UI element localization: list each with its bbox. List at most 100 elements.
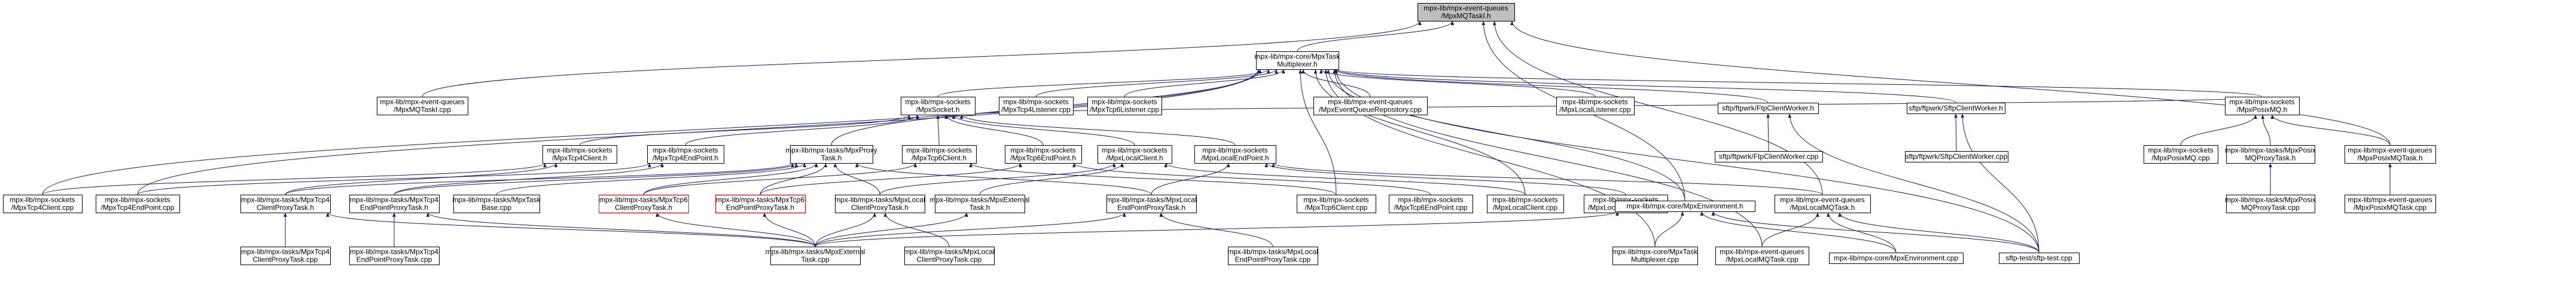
node-box (1775, 195, 1871, 213)
node-environmentcpp[interactable]: mpx-lib/mpx-core/MpxEnvironment.cpp (1829, 253, 1964, 264)
node-label: /MpxLocalMQTask.h (1790, 204, 1855, 212)
node-box (1417, 3, 1515, 21)
node-evqrepo[interactable]: mpx-lib/mpx-event-queues/MpxEventQueueRe… (1313, 97, 1428, 115)
node-tcp6clienth[interactable]: mpx-lib/mpx-sockets/MpxTcp6Client.h (902, 145, 977, 164)
include-edge (937, 69, 1270, 97)
node-label: mpx-lib/mpx-event-queues (2348, 196, 2432, 204)
include-edge (1124, 69, 1285, 97)
node-tcp4endpointh[interactable]: mpx-lib/mpx-sockets/MpxTcp4EndPoint.h (647, 145, 724, 164)
node-label: mpx-lib/mpx-tasks/MpxExternal (930, 196, 1030, 204)
node-box (935, 195, 1025, 213)
node-sftpclientworkercpp[interactable]: sftp/ftpwrk/SftpClientWorker.cpp (1905, 151, 2008, 162)
node-sftpclientworkerh[interactable]: sftp/ftpwrk/SftpClientWorker.h (1907, 103, 2005, 114)
node-label: Base.cpp (481, 204, 511, 212)
include-edge (394, 162, 664, 195)
node-tcp4clientcpp[interactable]: mpx-lib/mpx-sockets/MpxTcp4Client.cpp (3, 195, 83, 213)
include-edge (1711, 211, 2040, 253)
node-tcp4clientproxycpp[interactable]: mpx-lib/mpx-tasks/MpxTcp4ClientProxyTask… (240, 247, 331, 265)
node-box (904, 247, 995, 265)
node-localendpointh[interactable]: mpx-lib/mpx-sockets/MpxLocalEndPoint.h (1194, 145, 1276, 164)
node-localclientproxyh[interactable]: mpx-lib/mpx-tasks/MpxLocalClientProxyTas… (834, 195, 925, 213)
node-label: ClientProxyTask.cpp (917, 256, 982, 264)
node-box (715, 195, 806, 213)
node-localendpointproxyh[interactable]: mpx-lib/mpx-tasks/MpxLocalEndPointProxyT… (1106, 195, 1197, 213)
node-localendpointproxycpp[interactable]: mpx-lib/mpx-tasks/MpxLocalEndPointProxyT… (1227, 247, 1318, 265)
node-box (1297, 195, 1376, 213)
include-edge (1297, 20, 1455, 52)
node-box (2345, 195, 2436, 213)
node-label: mpx-lib/mpx-event-queues (1780, 196, 1864, 204)
node-environmenth[interactable]: mpx-lib/mpx-core/MpxEnvironment.h (1615, 201, 1755, 212)
node-label: mpx-lib/mpx-tasks/MpxTcp4 (350, 196, 438, 204)
dependency-edges (42, 20, 2392, 253)
node-tcp6endpointproxyh[interactable]: mpx-lib/mpx-tasks/MpxTcp6EndPointProxyTa… (715, 195, 806, 213)
node-tcp6listener[interactable]: mpx-lib/mpx-sockets/MpxTcp6Listener.cpp (1087, 97, 1162, 115)
include-edge (1333, 69, 1763, 247)
include-edge (2261, 114, 2271, 146)
node-tcp4endpointproxyh[interactable]: mpx-lib/mpx-tasks/MpxTcp4EndPointProxyTa… (349, 195, 440, 213)
include-edge (1761, 212, 1819, 247)
include-edge (42, 69, 1260, 195)
node-posixmqcpp[interactable]: mpx-lib/mpx-sockets/MpxPosixMQ.cpp (2144, 145, 2218, 164)
node-label: /MpxTcp6EndPoint.h (1010, 154, 1076, 162)
node-box (999, 97, 1074, 115)
node-box (96, 195, 180, 213)
node-tcp4endpointcpp[interactable]: mpx-lib/mpx-sockets/MpxTcp4EndPoint.cpp (96, 195, 180, 213)
node-label: mpx-lib/mpx-sockets (1003, 98, 1068, 106)
node-posixmqh[interactable]: mpx-lib/mpx-sockets/MpxPosixMQ.h (2225, 97, 2300, 115)
include-edge (760, 162, 828, 195)
node-tcp4endpointproxycpp[interactable]: mpx-lib/mpx-tasks/MpxTcp4EndPointProxyTa… (349, 247, 440, 265)
node-tcp6endpointcpp[interactable]: mpx-lib/mpx-sockets/MpxTcp6EndPoint.cpp (1389, 195, 1473, 213)
node-ftpclientworkercpp[interactable]: sftp/ftpwrk/FtpClientWorker.cpp (1715, 151, 1823, 162)
node-tcp4clienth[interactable]: mpx-lib/mpx-sockets/MpxTcp4Client.h (542, 145, 617, 164)
node-box (1715, 151, 1823, 162)
node-label: mpx-lib/mpx-sockets (1562, 98, 1627, 106)
node-box (1487, 195, 1564, 213)
node-localmqtaskh[interactable]: mpx-lib/mpx-event-queues/MpxLocalMQTask.… (1775, 195, 1871, 213)
node-label: mpx-lib/mpx-sockets (906, 146, 971, 155)
node-box (835, 195, 925, 213)
node-localclientcpp[interactable]: mpx-lib/mpx-sockets/MpxLocalClient.cpp (1487, 195, 1564, 213)
include-edge (285, 162, 558, 195)
node-sftptestcpp[interactable]: sftp-test/sftp-test.cpp (1999, 253, 2080, 264)
node-locallistener[interactable]: mpx-lib/mpx-sockets/MpxLocalListener.cpp (1556, 97, 1635, 115)
node-label: mpx-lib/mpx-sockets (1102, 146, 1167, 155)
node-ftpclientworkerh[interactable]: sftp/ftpwrk/FtpClientWorker.h (1718, 103, 1819, 114)
node-label: EndPointProxyTask.cpp (356, 256, 432, 264)
node-tcp4listener[interactable]: mpx-lib/mpx-sockets/MpxTcp4Listener.cpp (999, 97, 1074, 115)
include-edge (1164, 162, 1526, 195)
node-box (1256, 51, 1339, 70)
node-label: /MpxTcp6Listener.cpp (1090, 106, 1159, 114)
node-tcp6clientproxyh[interactable]: mpx-lib/mpx-tasks/MpxTcp6ClientProxyTask… (599, 195, 689, 213)
node-mqtaskcpp[interactable]: mpx-lib/mpx-event-queues/MpxMQTaskI.cpp (377, 97, 468, 115)
node-label: ClientProxyTask.h (615, 204, 672, 212)
node-posixmqtaskcpp[interactable]: mpx-lib/mpx-event-queues/MpxPosixMQTask.… (2345, 195, 2436, 213)
node-posixmqtaskh[interactable]: mpx-lib/mpx-event-queues/MpxPosixMQTask.… (2345, 145, 2436, 164)
node-tcp4clientproxyh[interactable]: mpx-lib/mpx-tasks/MpxTcp4ClientProxyTask… (240, 195, 331, 213)
node-label: /MpxPosixMQTask.cpp (2354, 204, 2426, 212)
node-localclientproxycpp[interactable]: mpx-lib/mpx-tasks/MpxLocalClientProxyTas… (904, 247, 995, 265)
include-edge (1788, 113, 2040, 253)
node-label: /MpxPosixMQTask.h (2357, 154, 2422, 162)
node-localmqtaskcpp[interactable]: mpx-lib/mpx-event-queues/MpxLocalMQTask.… (1715, 247, 1809, 265)
node-label: mpx-lib/mpx-tasks/MpxProxy (785, 146, 877, 155)
node-tcp6endpointh[interactable]: mpx-lib/mpx-sockets/MpxTcp6EndPoint.h (1005, 145, 1082, 164)
node-socket[interactable]: mpx-lib/mpx-sockets/MpxSocket.h (901, 97, 975, 115)
node-posixmqproxycpp[interactable]: mpx-lib/mpx-tasks/MpxPosixMQProxyTask.cp… (2225, 195, 2316, 213)
node-label: /MpxSocket.h (916, 106, 960, 114)
node-label: mpx-lib/mpx-core/MpxEnvironment.cpp (1834, 254, 1958, 262)
node-localclienth[interactable]: mpx-lib/mpx-sockets/MpxLocalClient.h (1098, 145, 1172, 164)
include-edge (1264, 162, 1626, 195)
include-edge (394, 162, 798, 195)
include-edge (422, 20, 1422, 97)
include-edge (979, 162, 1124, 195)
node-tcp6clientcpp[interactable]: mpx-lib/mpx-sockets/MpxTcp6Client.cpp (1297, 195, 1376, 213)
node-root[interactable]: mpx-lib/mpx-event-queues/MpxMQTaskI.h (1417, 3, 1515, 21)
